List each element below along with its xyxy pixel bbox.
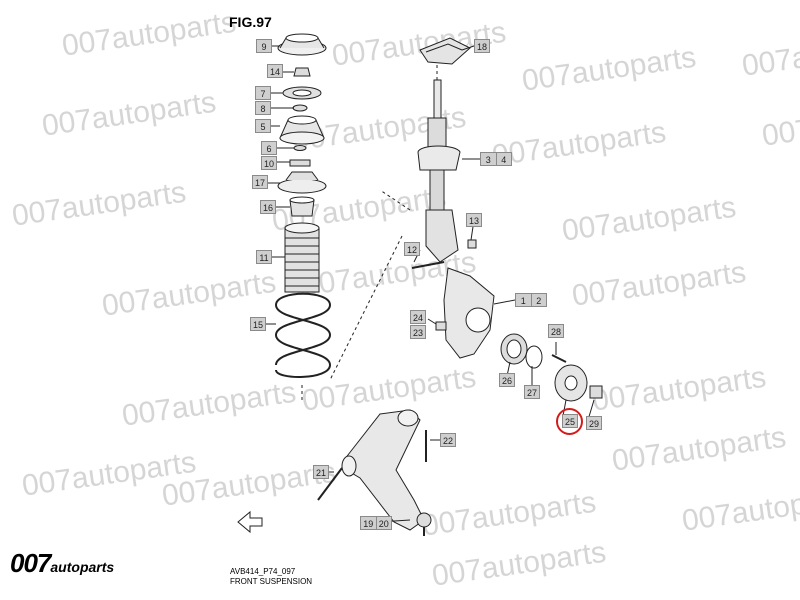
figure-title: FIG.97 xyxy=(229,14,272,30)
part-callout-27: 27 xyxy=(524,385,540,399)
strut-mount-cap-part xyxy=(277,33,327,56)
part-number: 4 xyxy=(495,153,512,165)
hub-nut-part xyxy=(589,385,603,399)
spacer-part xyxy=(293,145,307,151)
part-callout-6: 6 xyxy=(261,141,277,155)
wheel-hub-part xyxy=(554,364,588,402)
knuckle-bolt-part xyxy=(411,261,445,269)
part-callout-26: 26 xyxy=(499,373,515,387)
part-callout-5: 5 xyxy=(255,119,271,133)
part-number: 20 xyxy=(375,517,392,529)
part-callout-9: 9 xyxy=(256,39,272,53)
part-callout-13: 13 xyxy=(466,213,482,227)
part-callout-8: 8 xyxy=(255,101,271,115)
tie-rod-nut-part xyxy=(435,321,447,331)
ball-joint-part xyxy=(416,512,432,536)
hub-bolt-part xyxy=(551,354,567,363)
part-callout-3-4: 3 4 xyxy=(480,152,512,166)
nut-part xyxy=(293,67,311,77)
part-callout-17: 17 xyxy=(252,175,268,189)
part-callout-12: 12 xyxy=(404,242,420,256)
steering-knuckle-part xyxy=(443,267,495,359)
washer-part xyxy=(292,104,308,112)
part-callout-11: 11 xyxy=(256,250,272,264)
coil-spring-part xyxy=(274,292,332,378)
part-callout-16: 16 xyxy=(260,200,276,214)
brand-sub: autoparts xyxy=(50,559,115,575)
wheel-bearing-part xyxy=(500,333,528,365)
figure-caption: FRONT SUSPENSION xyxy=(230,577,313,586)
brand-logo: 007autoparts xyxy=(10,548,114,579)
bump-stop-part xyxy=(289,196,315,217)
brand-main: 007 xyxy=(10,548,51,578)
part-callout-1-2: 1 2 xyxy=(515,293,547,307)
bearing-part xyxy=(282,86,322,100)
part-callout-7: 7 xyxy=(255,86,271,100)
snap-ring-part xyxy=(525,345,543,369)
strut-top-mount-part xyxy=(419,37,471,65)
part-callout-24: 24 xyxy=(410,310,426,324)
upper-mount-part xyxy=(279,115,325,145)
figure-code: AVB414_P74_097 xyxy=(230,567,296,576)
part-callout-23: 23 xyxy=(410,325,426,339)
direction-arrow-icon xyxy=(237,510,263,534)
part-number: 1 xyxy=(520,296,526,306)
part-callout-18: 18 xyxy=(474,39,490,53)
shock-absorber-part xyxy=(417,79,461,263)
part-callout-15: 15 xyxy=(250,317,266,331)
part-callout-22: 22 xyxy=(440,433,456,447)
dust-boot-part xyxy=(284,222,320,293)
part-callout-29: 29 xyxy=(586,416,602,430)
part-number: 2 xyxy=(530,294,547,306)
small-nut-part xyxy=(467,239,477,249)
part-callout-19-20: 19 20 xyxy=(360,516,392,530)
part-callout-14: 14 xyxy=(267,64,283,78)
part-number: 19 xyxy=(363,519,374,529)
lower-arm-part xyxy=(341,409,425,531)
highlight-circle-part-25 xyxy=(556,408,583,435)
part-callout-21: 21 xyxy=(313,465,329,479)
part-callout-28: 28 xyxy=(548,324,564,338)
part-callout-10: 10 xyxy=(261,156,277,170)
part-number: 3 xyxy=(485,155,491,165)
ring-part xyxy=(289,159,311,167)
spring-seat-part xyxy=(277,171,327,194)
lower-bolt-part xyxy=(317,467,343,501)
